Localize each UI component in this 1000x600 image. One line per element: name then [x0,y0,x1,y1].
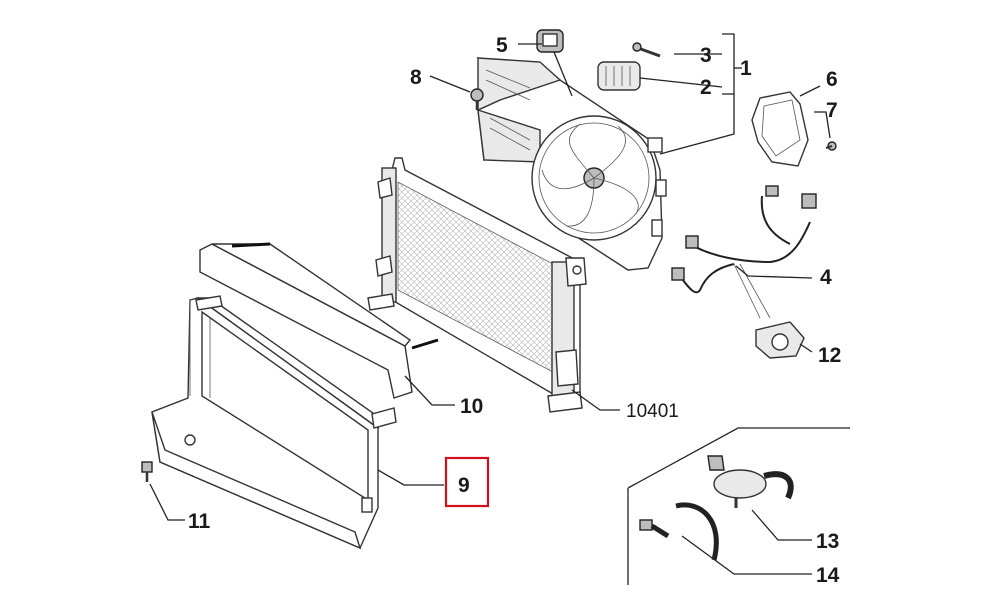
cable-tie-14 [639,502,719,561]
fan-assembly [476,56,667,271]
screw-7 [825,141,837,151]
callout-10: 10 [460,395,483,418]
callout-1: 1 [740,57,752,80]
leader-lines [149,33,831,575]
callout-7: 7 [826,99,838,122]
wiring-harness-4 [671,185,817,319]
screw-8 [470,88,484,110]
callout-14: 14 [816,564,840,587]
callout-2: 2 [700,76,712,99]
callout-3: 3 [700,44,712,67]
kit-frame [627,427,850,585]
clip-13 [707,455,794,508]
highlight-box[interactable] [444,456,490,508]
connector-2 [597,61,641,91]
callout-4: 4 [820,266,832,289]
radiator [367,157,587,413]
callout-10401: 10401 [626,401,679,422]
callout-8: 8 [410,66,422,89]
cover-6 [751,91,809,167]
callout-11: 11 [188,510,211,533]
callout-9: 9 [458,474,470,497]
resistor-5 [536,29,564,53]
air-duct-frame [151,295,397,550]
clip-12 [755,321,805,359]
callout-5: 5 [496,34,508,57]
callout-6: 6 [826,68,838,91]
callout-12: 12 [818,344,841,367]
callout-13: 13 [816,530,839,553]
bolt-3 [632,42,661,58]
upper-deflector [199,242,439,399]
bolt-11 [141,461,153,482]
